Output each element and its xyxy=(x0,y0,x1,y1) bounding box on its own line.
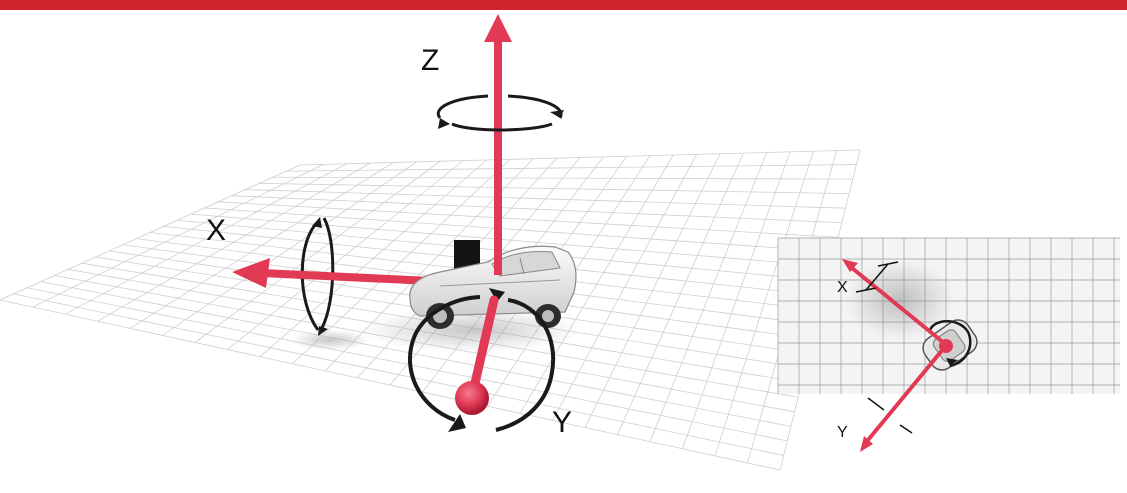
y-axis-arrow xyxy=(455,295,499,415)
top-view-origin-dot xyxy=(939,339,953,353)
car-shadow xyxy=(360,308,580,352)
y-axis-label: Y xyxy=(552,406,572,439)
y-axis-ball xyxy=(455,381,489,415)
brand-top-bar xyxy=(0,0,1127,10)
x-dimension-ticks xyxy=(855,261,899,293)
z-rotation-arrow-icon xyxy=(436,94,564,132)
top-view-y-axis-label: Y xyxy=(837,424,848,441)
z-axis-label: Z xyxy=(421,44,439,77)
top-view-inset: X Y xyxy=(777,237,1120,452)
z-axis-arrow xyxy=(484,14,512,275)
y-rotation-arrow-icon xyxy=(408,288,556,432)
x-axis-label: X xyxy=(206,214,226,247)
y-dimension-ticks xyxy=(867,397,913,434)
top-view-shadow xyxy=(845,260,955,340)
rotation-shadow xyxy=(290,330,370,350)
top-view-x-axis-label: X xyxy=(837,279,848,296)
top-view-x-axis-arrow xyxy=(842,259,946,345)
top-view-y-axis-arrow xyxy=(860,346,946,452)
rotation-arrow-icon xyxy=(928,320,972,368)
